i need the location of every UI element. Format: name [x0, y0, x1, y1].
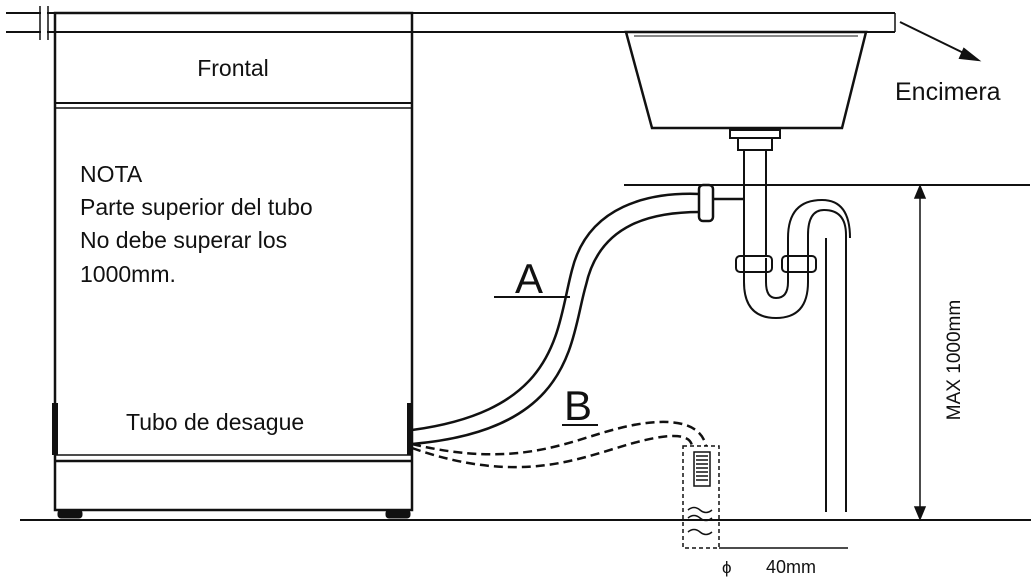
- diameter-value: 40mm: [766, 557, 816, 577]
- p-trap: [735, 198, 851, 512]
- max-height-dimension: [913, 184, 927, 521]
- sink-bowl: [624, 30, 868, 130]
- max-height-label: MAX 1000mm: [944, 300, 965, 420]
- diameter-symbol: ϕ: [722, 558, 732, 577]
- front-label: Frontal: [197, 55, 269, 81]
- sink-drain-outlet: [729, 129, 781, 255]
- hose-b: [411, 420, 708, 469]
- countertop-pointer: [899, 21, 982, 62]
- countertop: [6, 6, 896, 40]
- note-title: NOTA: [80, 161, 143, 187]
- note-line-2: No debe superar los: [80, 227, 287, 253]
- standpipe: [682, 445, 720, 549]
- note-line-3: 1000mm.: [80, 261, 176, 287]
- hose-b-label: B: [564, 382, 592, 429]
- hose-a-label: A: [515, 255, 543, 302]
- hose-a: [411, 183, 744, 446]
- note-line-1: Parte superior del tubo: [80, 194, 313, 220]
- drain-hose-label: Tubo de desague: [126, 409, 304, 435]
- countertop-label: Encimera: [895, 78, 1001, 106]
- dishwasher: [52, 11, 414, 519]
